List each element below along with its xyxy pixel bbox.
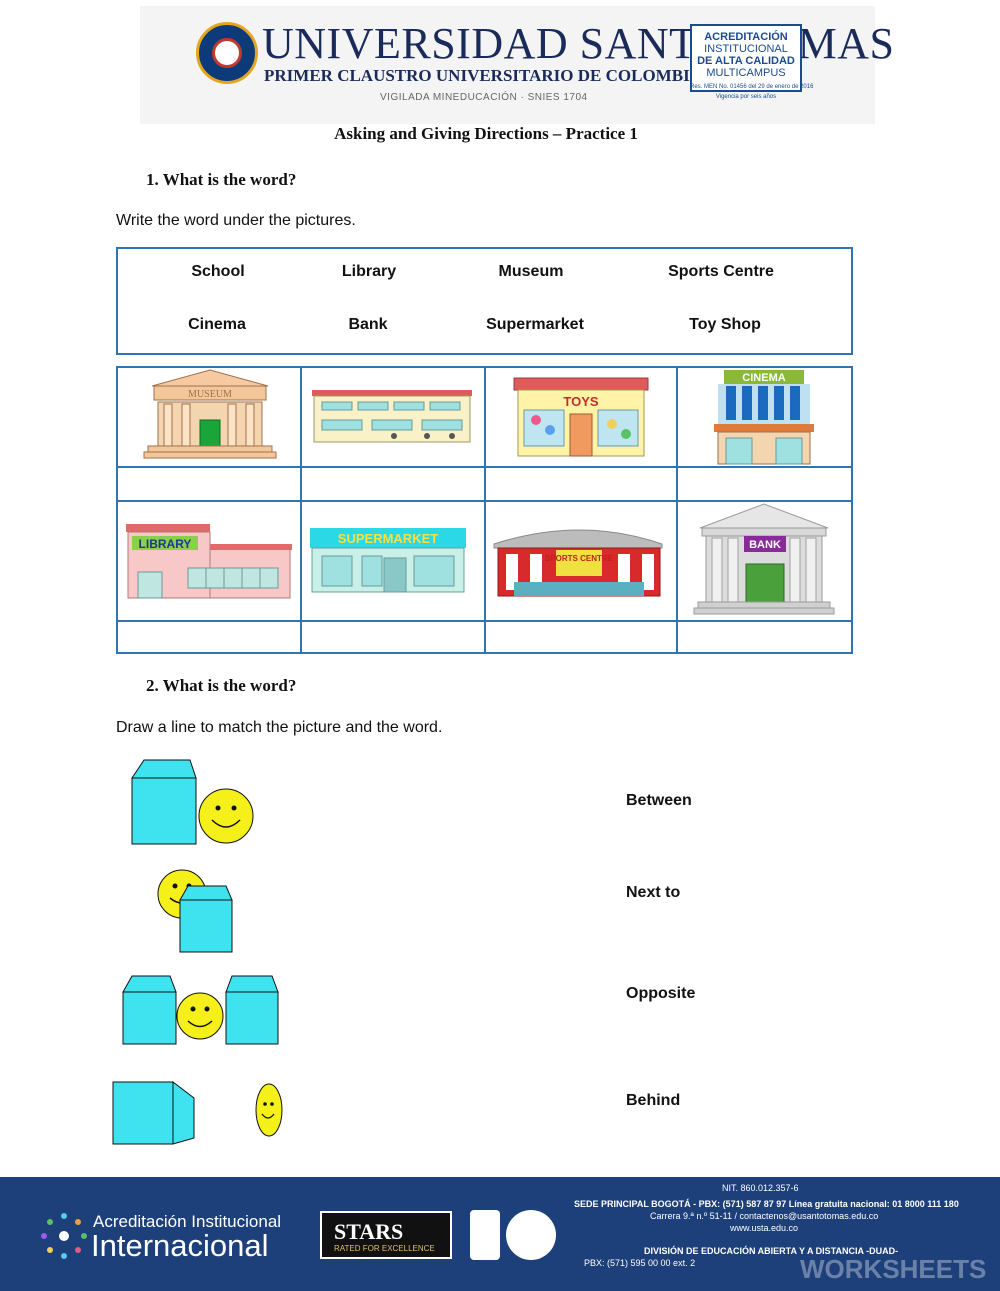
footer-sede: SEDE PRINCIPAL BOGOTÁ - PBX: (571) 587 8… — [574, 1199, 959, 1209]
library-building-icon: LIBRARY — [126, 524, 292, 599]
bank-sign: BANK — [749, 539, 781, 551]
vigilada-text: VIGILADA MINEDUCACIÓN · SNIES 1704 — [380, 92, 588, 103]
footer-watermark: WORKSHEETS — [800, 1254, 987, 1284]
section1-heading: 1. What is the word? — [146, 170, 297, 189]
answer-cell[interactable] — [484, 466, 678, 502]
match-word-behind[interactable]: Behind — [626, 1092, 681, 1109]
footer-bar — [0, 1177, 1000, 1291]
museum-building-icon: MUSEUM — [143, 369, 277, 459]
sports-centre-building-icon: SPORTS CENTRE — [493, 529, 663, 597]
accreditation-line: MULTICAMPUS — [706, 67, 786, 79]
supermarket-sign: SUPERMARKET — [338, 531, 438, 546]
sports-centre-sign: SPORTS CENTRE — [545, 554, 614, 563]
answer-cell[interactable] — [116, 466, 302, 502]
word-toy-shop: Toy Shop — [689, 316, 761, 333]
picture-cell-bank: BANK — [676, 500, 853, 622]
accreditation-line: ACREDITACIÓN — [704, 31, 788, 43]
answer-cell[interactable] — [676, 620, 853, 654]
picture-cell-supermarket: SUPERMARKET — [300, 500, 486, 622]
iqnet-badge-icon — [506, 1210, 556, 1260]
word-library: Library — [341, 263, 397, 280]
cube-next-to-smiley-picture[interactable] — [128, 758, 260, 848]
accreditation-dots-icon — [41, 1213, 87, 1259]
smiley-between-cubes-picture[interactable] — [120, 974, 282, 1048]
toy-shop-building-icon: TOYS — [513, 377, 649, 457]
footer-division: DIVISIÓN DE EDUCACIÓN ABIERTA Y A DISTAN… — [644, 1246, 899, 1256]
cinema-sign: CINEMA — [742, 372, 785, 384]
word-museum: Museum — [498, 263, 564, 280]
word-supermarket: Supermarket — [486, 316, 584, 333]
match-word-opposite[interactable]: Opposite — [626, 985, 696, 1002]
picture-cell-sports-centre: SPORTS CENTRE — [484, 500, 678, 622]
accreditation-seal: ACREDITACIÓN INSTITUCIONAL DE ALTA CALID… — [690, 24, 802, 92]
match-word-between[interactable]: Between — [626, 792, 692, 809]
smiley-behind-cube-picture[interactable] — [156, 866, 236, 956]
supermarket-building-icon: SUPERMARKET — [310, 528, 466, 593]
toys-sign: TOYS — [563, 394, 598, 409]
footer-web: www.usta.edu.co — [730, 1223, 799, 1233]
picture-cell-library: LIBRARY — [116, 500, 302, 622]
match-word-next-to[interactable]: Next to — [626, 884, 681, 901]
qs-stars-badge: STARS RATED FOR EXCELLENCE — [320, 1211, 452, 1259]
footer-acred-line2: Internacional — [91, 1228, 269, 1263]
university-subtitle: PRIMER CLAUSTRO UNIVERSITARIO DE COLOMBI… — [264, 66, 702, 85]
picture-cell-school — [300, 366, 486, 468]
answer-cell[interactable] — [300, 466, 486, 502]
word-sports-centre: Sports Centre — [668, 263, 774, 280]
word-bank: Bank — [348, 316, 388, 333]
word-cinema: Cinema — [188, 316, 246, 333]
accreditation-line: INSTITUCIONAL — [704, 43, 788, 55]
stars-subtitle: RATED FOR EXCELLENCE — [334, 1244, 435, 1253]
picture-cell-cinema: CINEMA — [676, 366, 853, 468]
library-sign: LIBRARY — [139, 537, 192, 551]
section2-instruction: Draw a line to match the picture and the… — [116, 719, 443, 736]
footer-nit: NIT. 860.012.357-6 — [722, 1183, 799, 1193]
museum-sign: MUSEUM — [188, 389, 232, 400]
school-building-icon — [312, 390, 472, 443]
picture-cell-toy-shop: TOYS — [484, 366, 678, 468]
accreditation-res: Res. MEN No. 01456 del 29 de enero de 20… — [690, 84, 814, 90]
stars-title: STARS — [334, 1219, 404, 1244]
footer-acred-line1: Acreditación Institucional — [93, 1212, 282, 1231]
answer-cell[interactable] — [116, 620, 302, 654]
answer-cell[interactable] — [300, 620, 486, 654]
accreditation-line: DE ALTA CALIDAD — [697, 55, 795, 67]
word-school: School — [191, 263, 245, 280]
cube-opposite-smiley-picture[interactable] — [110, 1078, 290, 1148]
icontec-badge-icon — [470, 1210, 500, 1260]
answer-cell[interactable] — [484, 620, 678, 654]
section1-instruction: Write the word under the pictures. — [116, 212, 356, 229]
page-title: Asking and Giving Directions – Practice … — [334, 124, 638, 143]
picture-cell-museum: MUSEUM — [116, 366, 302, 468]
footer-pbx: PBX: (571) 595 00 00 ext. 2 — [584, 1258, 696, 1268]
footer-address: Carrera 9.ª n.º 51-11 / contactenos@usan… — [650, 1211, 879, 1221]
answer-cell[interactable] — [676, 466, 853, 502]
cinema-building-icon: CINEMA — [714, 370, 814, 465]
section2-heading: 2. What is the word? — [146, 676, 297, 695]
crest-center — [212, 38, 242, 68]
bank-building-icon: BANK — [693, 503, 835, 615]
accreditation-vigencia: Vigencia por seis años — [715, 94, 777, 100]
word-bank — [116, 247, 853, 355]
